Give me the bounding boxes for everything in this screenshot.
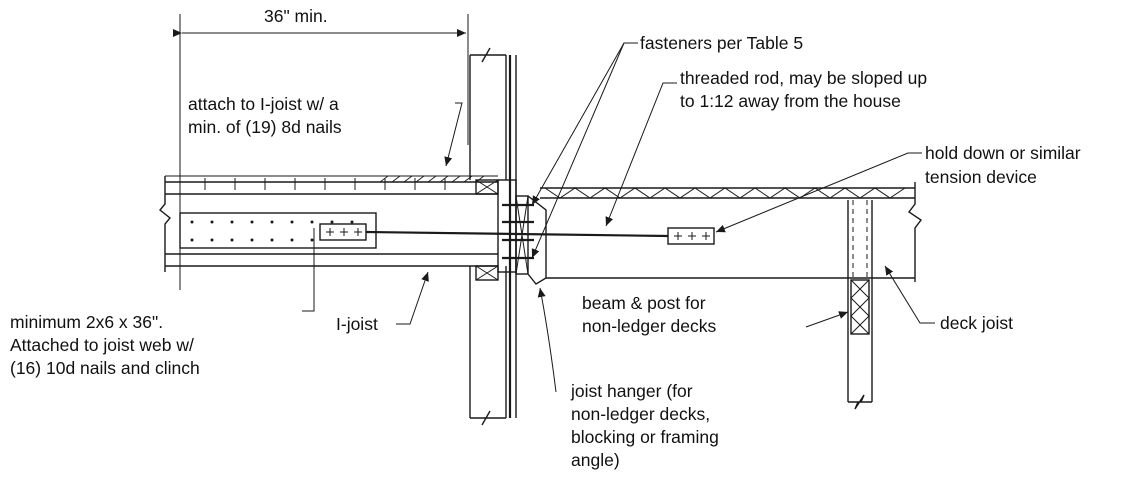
deck-joist-label: deck joist <box>940 313 1013 333</box>
leader-lines <box>302 42 935 393</box>
house-wall <box>469 47 534 426</box>
rod-label-line1: threaded rod, may be sloped up <box>680 68 927 88</box>
hanger-label-line2: non-ledger decks, <box>571 404 710 424</box>
beam-label-line1: beam & post for <box>582 293 706 313</box>
block-nail-pattern <box>190 220 354 242</box>
top-flange-nails <box>204 178 446 190</box>
i-joist-label: I-joist <box>336 314 378 334</box>
dimension-label: 36" min. <box>264 6 328 26</box>
annotations: 36" min. attach to I-joist w/ a min. of … <box>10 6 1081 470</box>
hanger-label-line4: angle) <box>571 450 620 470</box>
deck-joist <box>540 182 923 282</box>
beam-label-line2: non-ledger decks <box>582 316 716 336</box>
fasteners-label: fasteners per Table 5 <box>640 33 803 53</box>
i-joist <box>159 175 498 272</box>
attach-label-line1: attach to I-joist w/ a <box>188 94 339 114</box>
attach-label-line2: min. of (19) 8d nails <box>188 117 342 137</box>
minimum-label-line3: (16) 10d nails and clinch <box>10 358 200 378</box>
threaded-rod <box>365 227 715 245</box>
minimum-label-line1: minimum 2x6 x 36". <box>10 312 163 332</box>
hanger-label-line1: joist hanger (for <box>570 381 693 401</box>
hold-down-label-line1: hold down or similar <box>925 143 1081 163</box>
reinforcing-2x6-block <box>179 212 377 249</box>
minimum-label-line2: Attached to joist web w/ <box>10 335 194 355</box>
hanger-label-line3: blocking or framing <box>571 427 719 447</box>
rod-label-line2: to 1:12 away from the house <box>680 91 901 111</box>
subfloor-hatch <box>379 175 485 183</box>
hold-down-label-line2: tension device <box>925 167 1037 187</box>
beam-and-post <box>847 200 873 410</box>
